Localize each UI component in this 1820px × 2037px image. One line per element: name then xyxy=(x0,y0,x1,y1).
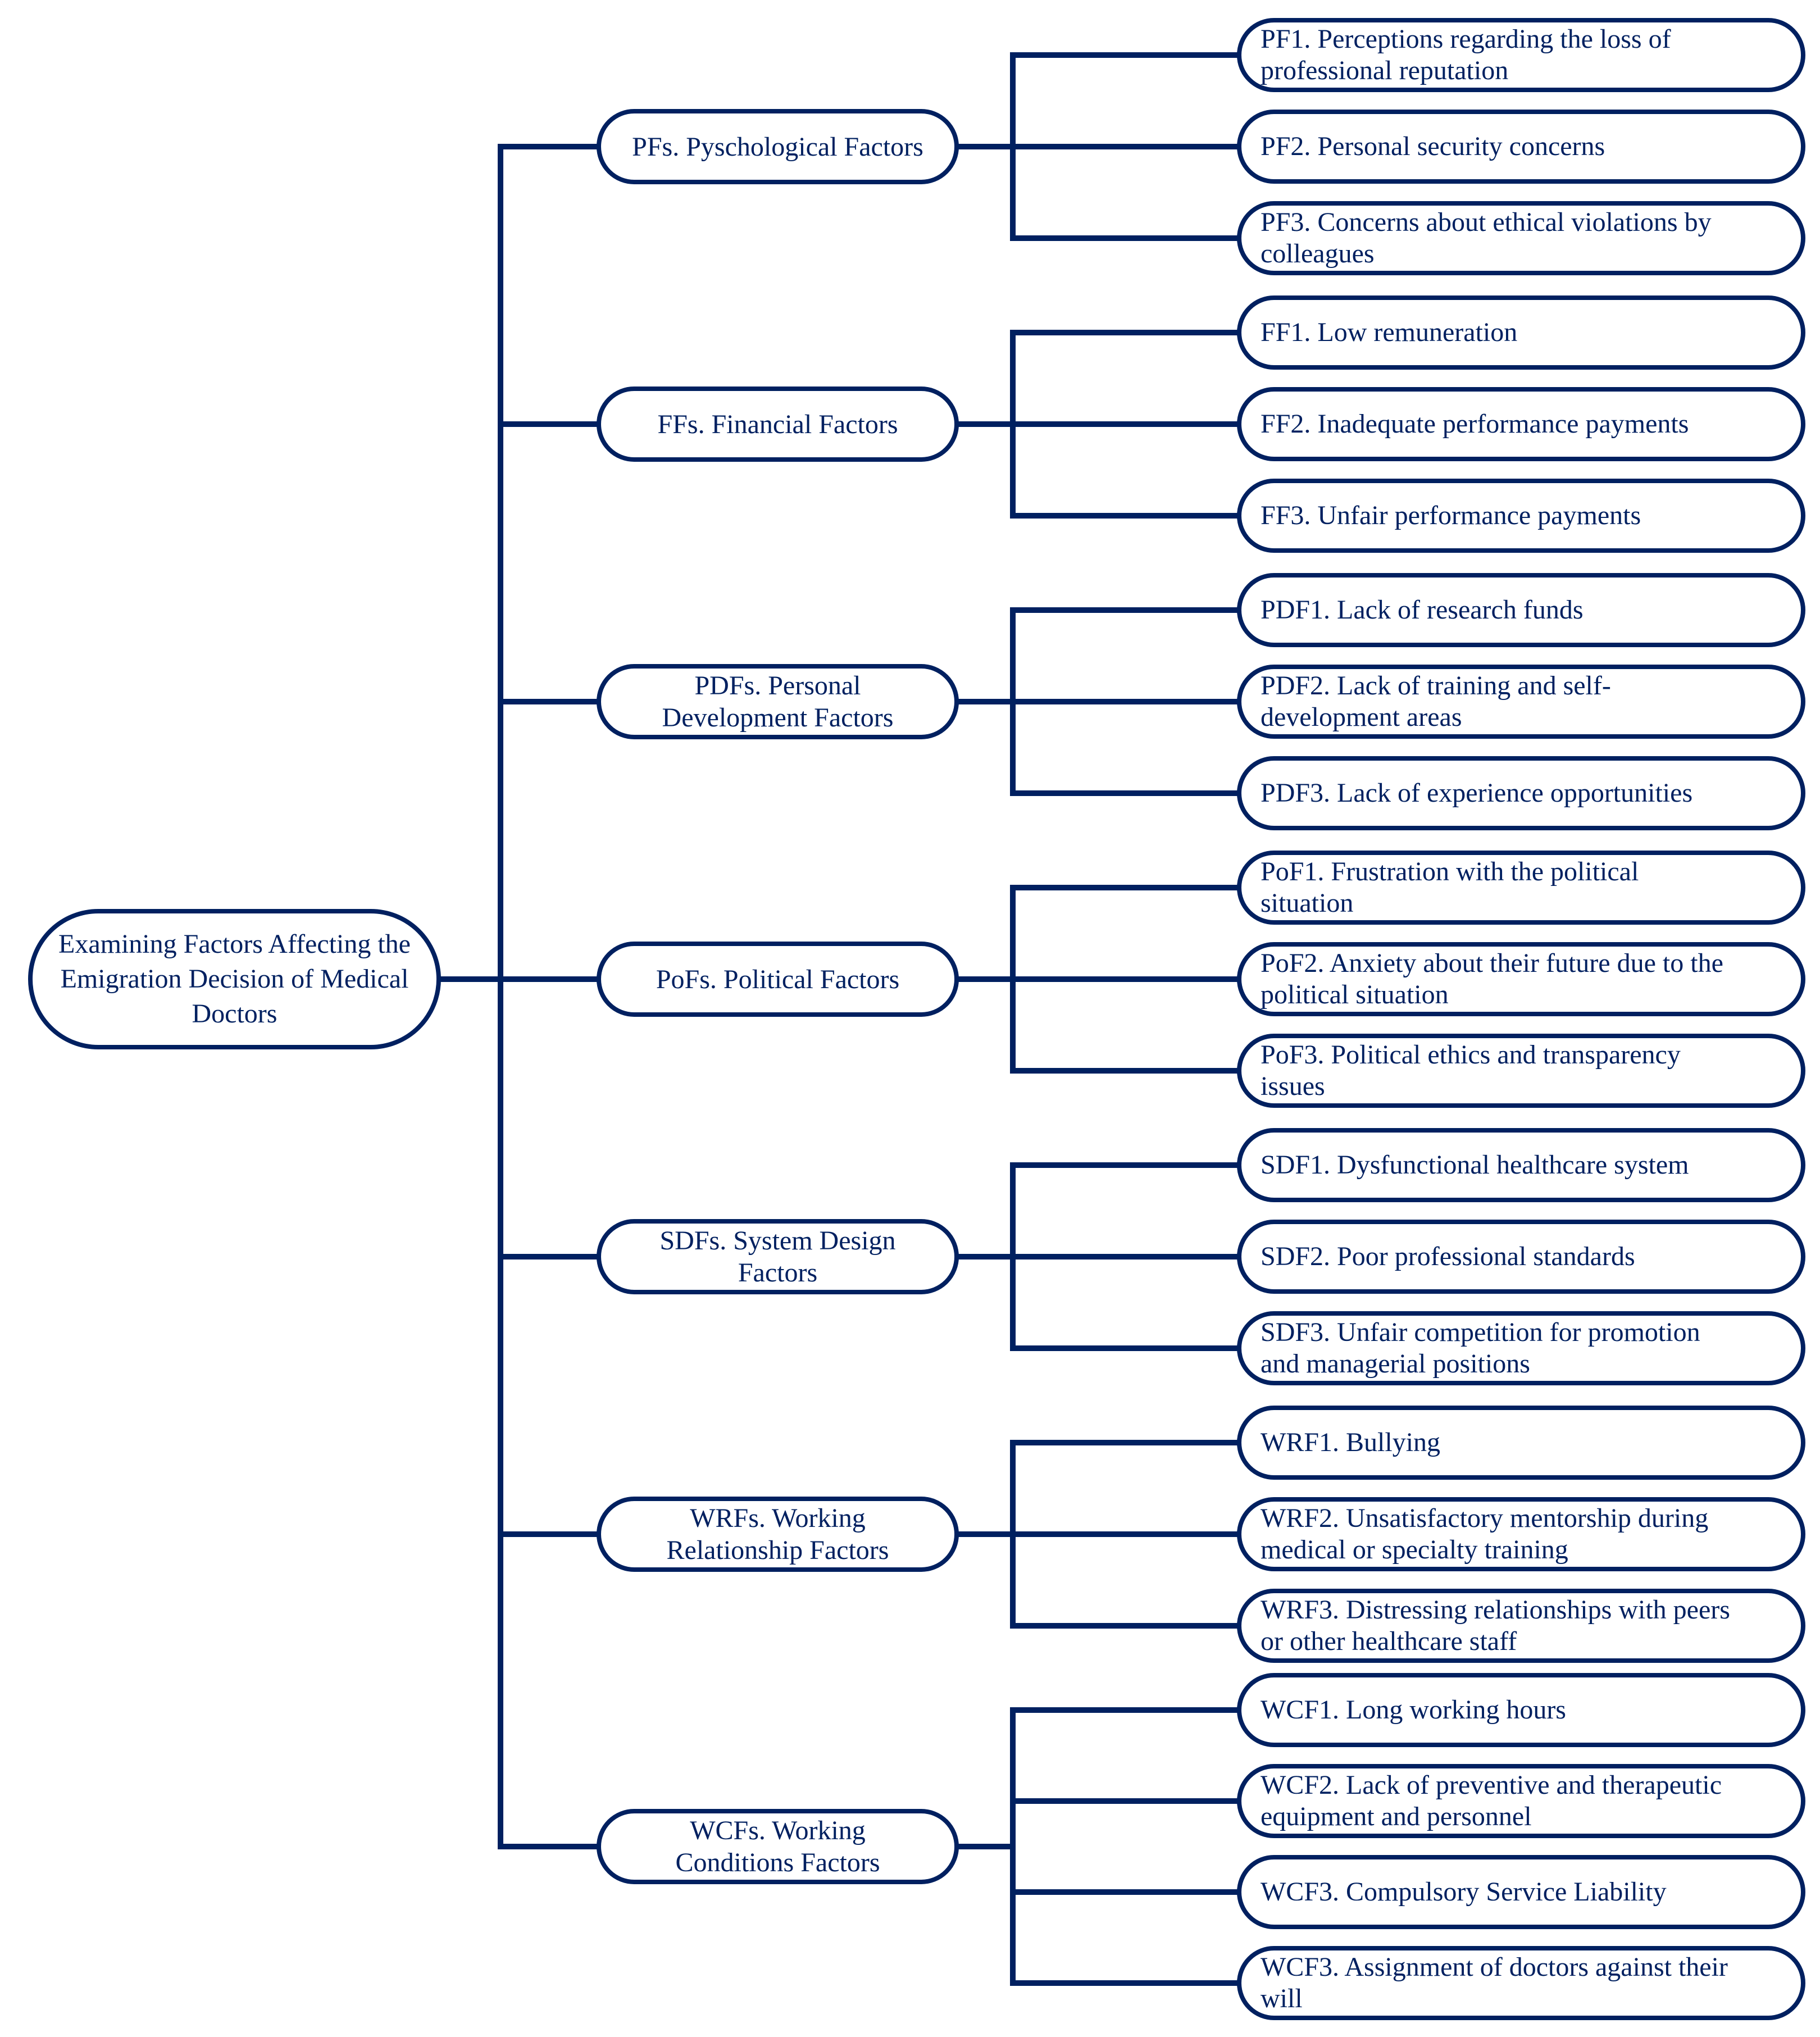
wcfs-branch-line xyxy=(1010,1707,1016,1986)
leaf-wrf2-connector xyxy=(1010,1531,1239,1537)
trunk-connector xyxy=(498,144,503,1849)
leaf-pf2-connector xyxy=(1010,144,1239,149)
leaf-sdf1-connector xyxy=(1010,1162,1239,1168)
leaf-node-sdf2: SDF2. Poor professional standards xyxy=(1237,1220,1805,1294)
leaf-node-ff3: FF3. Unfair performance payments xyxy=(1237,479,1805,553)
pfs-trunk-stub xyxy=(498,144,599,149)
pofs-branch-connector xyxy=(957,976,1016,982)
leaf-pdf2-connector xyxy=(1010,699,1239,704)
leaf-node-sdf1: SDF1. Dysfunctional healthcare system xyxy=(1237,1128,1805,1202)
leaf-node-pf1: PF1. Perceptions regarding the loss of p… xyxy=(1237,18,1805,92)
leaf-wcf3b-connector xyxy=(1010,1980,1239,1986)
category-node-ffs: FFs. Financial Factors xyxy=(597,387,959,462)
leaf-node-ff1: FF1. Low remuneration xyxy=(1237,295,1805,370)
leaf-wcf2-connector xyxy=(1010,1798,1239,1804)
pfs-branch-connector xyxy=(957,144,1016,149)
leaf-wcf3-connector xyxy=(1010,1889,1239,1895)
leaf-node-ff2: FF2. Inadequate performance payments xyxy=(1237,387,1805,461)
leaf-node-pof3: PoF3. Political ethics and transparency … xyxy=(1237,1034,1805,1108)
ffs-trunk-stub xyxy=(498,421,599,427)
category-node-pofs: PoFs. Political Factors xyxy=(597,942,959,1017)
pofs-trunk-stub xyxy=(498,976,599,982)
root-connector xyxy=(439,976,503,982)
leaf-node-wrf3: WRF3. Distressing relationships with pee… xyxy=(1237,1589,1805,1663)
leaf-node-wrf2: WRF2. Unsatisfactory mentorship during m… xyxy=(1237,1497,1805,1571)
leaf-sdf2-connector xyxy=(1010,1254,1239,1260)
leaf-node-pdf3: PDF3. Lack of experience opportunities xyxy=(1237,756,1805,830)
wrfs-trunk-stub xyxy=(498,1531,599,1537)
leaf-node-pf3: PF3. Concerns about ethical violations b… xyxy=(1237,201,1805,275)
leaf-node-pof1: PoF1. Frustration with the political sit… xyxy=(1237,851,1805,925)
leaf-wrf3-connector xyxy=(1010,1623,1239,1629)
pdfs-branch-connector xyxy=(957,699,1016,704)
category-node-wcfs: WCFs. Working Conditions Factors xyxy=(597,1809,959,1884)
leaf-ff3-connector xyxy=(1010,513,1239,519)
leaf-pdf1-connector xyxy=(1010,607,1239,613)
leaf-node-pdf2: PDF2. Lack of training and self- develop… xyxy=(1237,665,1805,739)
leaf-node-wcf1: WCF1. Long working hours xyxy=(1237,1673,1805,1747)
category-node-pfs: PFs. Pyschological Factors xyxy=(597,109,959,184)
sdfs-trunk-stub xyxy=(498,1254,599,1260)
leaf-node-pof2: PoF2. Anxiety about their future due to … xyxy=(1237,942,1805,1016)
category-node-pdfs: PDFs. Personal Development Factors xyxy=(597,664,959,739)
leaf-wcf1-connector xyxy=(1010,1707,1239,1713)
wrfs-branch-connector xyxy=(957,1531,1016,1537)
root-node: Examining Factors Affecting the Emigrati… xyxy=(28,909,441,1049)
ffs-branch-connector xyxy=(957,421,1016,427)
leaf-node-sdf3: SDF3. Unfair competition for promotion a… xyxy=(1237,1311,1805,1385)
leaf-wrf1-connector xyxy=(1010,1440,1239,1445)
leaf-node-pdf1: PDF1. Lack of research funds xyxy=(1237,573,1805,647)
wcfs-branch-connector xyxy=(957,1844,1016,1849)
leaf-sdf3-connector xyxy=(1010,1345,1239,1351)
leaf-node-wrf1: WRF1. Bullying xyxy=(1237,1406,1805,1480)
leaf-pof3-connector xyxy=(1010,1068,1239,1074)
category-node-sdfs: SDFs. System Design Factors xyxy=(597,1219,959,1294)
wcfs-trunk-stub xyxy=(498,1844,599,1849)
leaf-node-pf2: PF2. Personal security concerns xyxy=(1237,110,1805,184)
leaf-pof2-connector xyxy=(1010,976,1239,982)
leaf-pdf3-connector xyxy=(1010,790,1239,796)
leaf-pof1-connector xyxy=(1010,885,1239,890)
leaf-node-wcf2: WCF2. Lack of preventive and therapeutic… xyxy=(1237,1764,1805,1838)
leaf-node-wcf3b: WCF3. Assignment of doctors against thei… xyxy=(1237,1946,1805,2020)
leaf-ff2-connector xyxy=(1010,421,1239,427)
sdfs-branch-connector xyxy=(957,1254,1016,1260)
pdfs-trunk-stub xyxy=(498,699,599,704)
leaf-pf3-connector xyxy=(1010,235,1239,241)
leaf-ff1-connector xyxy=(1010,330,1239,335)
category-node-wrfs: WRFs. Working Relationship Factors xyxy=(597,1497,959,1572)
leaf-node-wcf3: WCF3. Compulsory Service Liability xyxy=(1237,1855,1805,1929)
leaf-pf1-connector xyxy=(1010,52,1239,58)
